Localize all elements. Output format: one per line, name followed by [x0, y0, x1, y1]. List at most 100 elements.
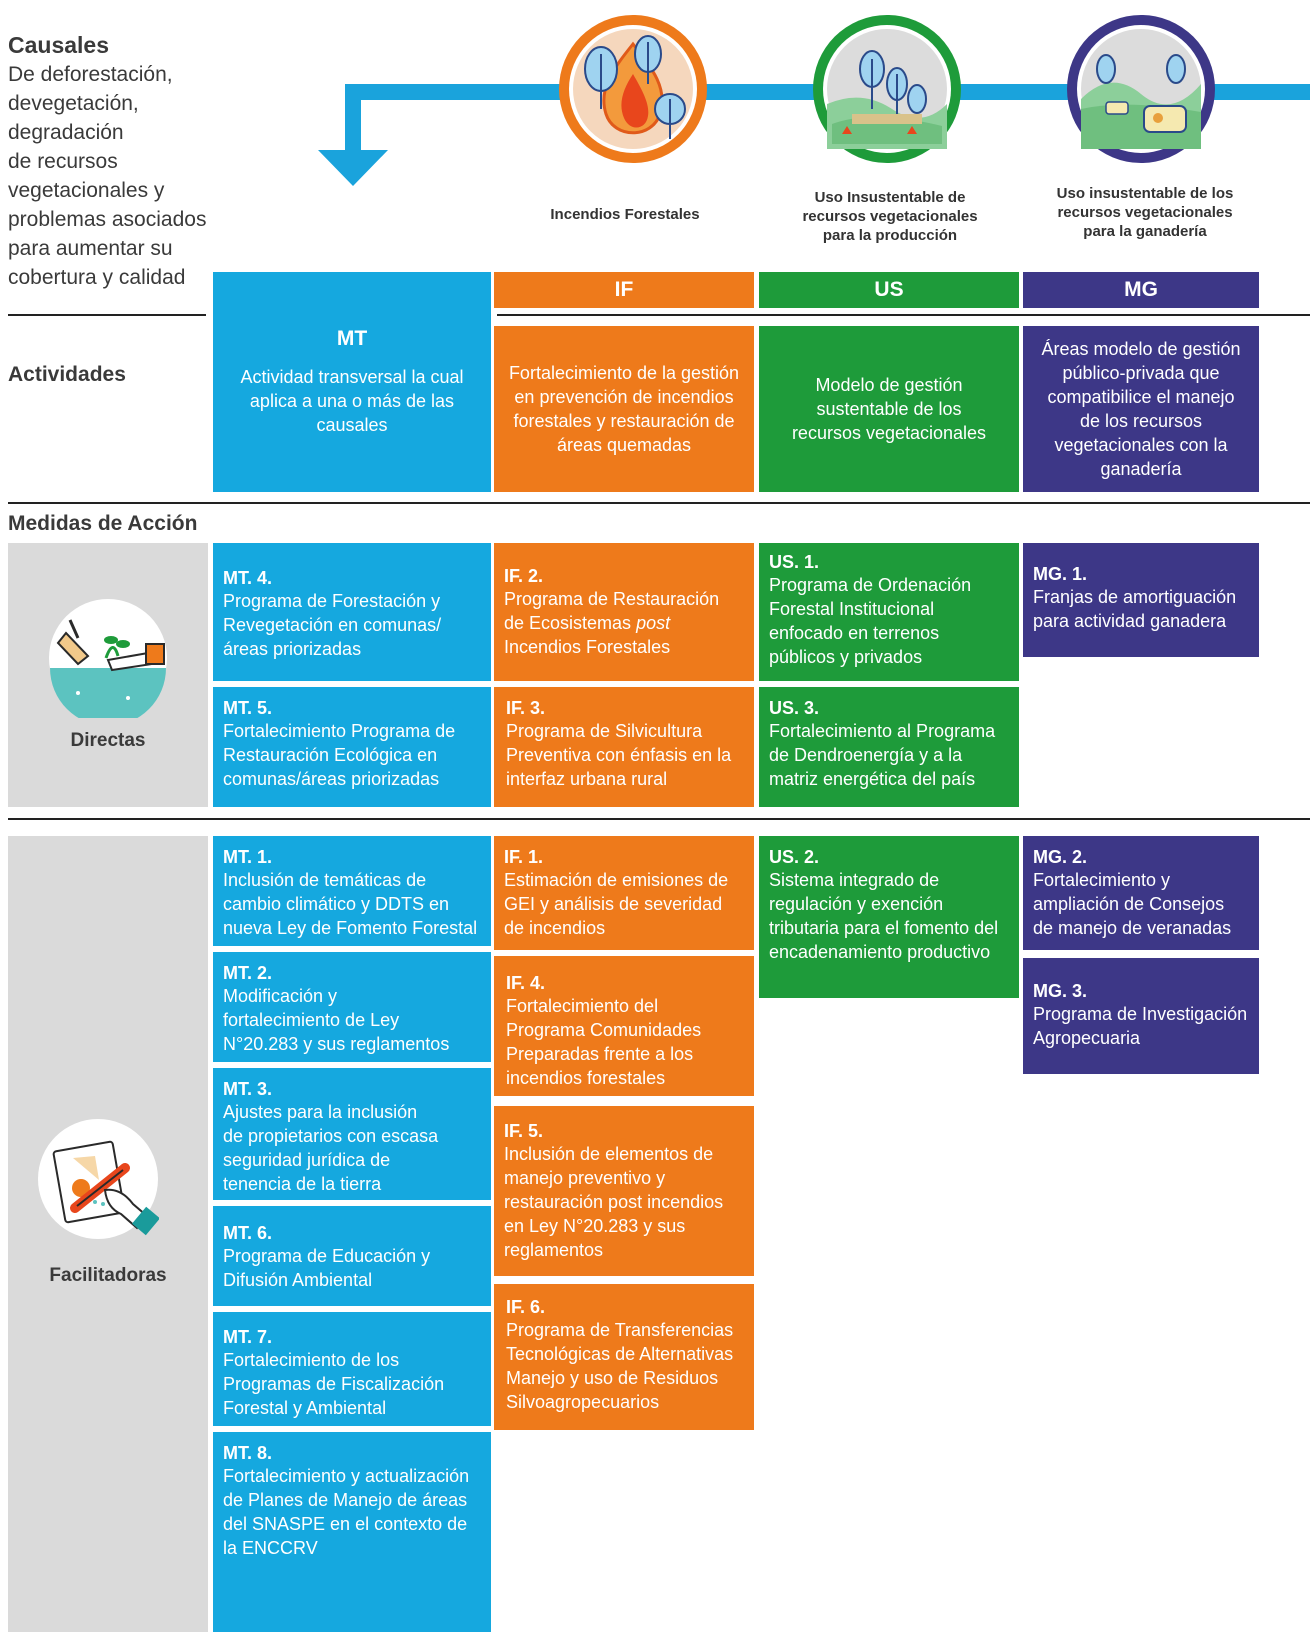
causales-line: para aumentar su: [8, 237, 173, 260]
caption-line: recursos vegetacionales: [1057, 204, 1233, 221]
measure-text: Franjas de amortiguación para actividad …: [1033, 587, 1237, 631]
measure-code: MT. 6.: [223, 1223, 273, 1243]
causales-title: Causales: [8, 32, 110, 58]
caption-line: para la producción: [822, 227, 958, 244]
measure-text: Programa de Transferencias Tecnológicas …: [506, 1320, 734, 1412]
measure-mt6: MT. 6. Programa de Educación y Difusión …: [213, 1206, 491, 1306]
activity-text: Modelo de gestión sustentable de los rec…: [791, 375, 987, 443]
measure-mt3: MT. 3. Ajustes para la inclusión de prop…: [213, 1068, 491, 1200]
measure-code: MT. 5.: [223, 698, 273, 718]
measure-mt8: MT. 8. Fortalecimiento y actualización d…: [213, 1432, 491, 1632]
measure-text: Fortalecimiento al Programa de Dendroene…: [769, 721, 996, 789]
caption-line: Uso Insustentable de: [814, 189, 966, 206]
divider: [497, 314, 1310, 316]
caption-line: Uso insustentable de los: [1056, 185, 1234, 202]
causales-line: vegetacionales y: [8, 179, 165, 202]
measure-text: Estimación de emisiones de GEI y análisi…: [504, 870, 729, 938]
activities-label: Actividades: [8, 363, 126, 386]
measure-mt7: MT. 7. Fortalecimiento de los Programas …: [213, 1312, 491, 1426]
measure-us2: US. 2. Sistema integrado de regulación y…: [759, 836, 1019, 998]
causales-line: cobertura y calidad: [8, 266, 186, 289]
measure-text: Modificación y fortalecimiento de Ley N°…: [223, 986, 450, 1054]
measure-code: US. 2.: [769, 847, 820, 867]
measure-mg2: MG. 2. Fortalecimiento y ampliación de C…: [1023, 836, 1259, 950]
activity-mt: MT Actividad transversal la cual aplica …: [213, 272, 491, 492]
measure-text: Fortalecimiento y ampliación de Consejos…: [1033, 870, 1232, 938]
causales-line: De deforestación,: [8, 63, 173, 86]
measure-text: Sistema integrado de regulación y exenci…: [769, 870, 999, 962]
measure-text: Programa de Restauración de Ecosistemas …: [504, 589, 720, 657]
forest-production-icon: [813, 15, 961, 163]
measure-text: Inclusión de elementos de manejo prevent…: [504, 1144, 724, 1260]
causales-line: devegetación,: [8, 92, 139, 115]
causales-description: De deforestación, devegetación, degradac…: [8, 60, 228, 292]
measure-text: Programa de Ordenación Forestal Instituc…: [769, 575, 972, 667]
measure-code: IF. 5.: [504, 1121, 544, 1141]
measure-text: Programa de Investigación Agropecuaria: [1033, 1004, 1248, 1048]
measure-mg3: MG. 3. Programa de Investigación Agropec…: [1023, 958, 1259, 1074]
measure-code: MT. 3.: [223, 1079, 273, 1099]
measure-mg1: MG. 1. Franjas de amortiguación para act…: [1023, 543, 1259, 657]
category-caption-if: Incendios Forestales: [550, 206, 700, 223]
measure-us3: US. 3. Fortalecimiento al Programa de De…: [759, 687, 1019, 807]
measure-code: MT. 8.: [223, 1443, 273, 1463]
activity-us: Modelo de gestión sustentable de los rec…: [759, 326, 1019, 492]
directas-label: Directas: [70, 730, 146, 751]
measure-code: MT. 2.: [223, 963, 273, 983]
measure-text: Fortalecimiento y actualización de Plane…: [223, 1466, 470, 1558]
measure-mt1: MT. 1. Inclusión de temáticas de cambio …: [213, 836, 491, 946]
measure-if6: IF. 6. Programa de Transferencias Tecnol…: [494, 1284, 754, 1430]
measure-text: Programa de Forestación y Revegetación e…: [223, 591, 442, 659]
causales-line: problemas asociados: [8, 208, 207, 231]
wildfire-icon: [559, 15, 707, 163]
category-header-us: US: [759, 272, 1019, 308]
planning-icon: [38, 1119, 159, 1239]
activity-if: Fortalecimiento de la gestión en prevenc…: [494, 326, 754, 492]
divider: [8, 818, 1310, 820]
measure-mt5: MT. 5. Fortalecimiento Programa de Resta…: [213, 687, 491, 807]
measure-text: Programa de Silvicultura Preventiva con …: [506, 721, 732, 789]
measure-code: IF. 1.: [504, 847, 544, 867]
category-header-mg: MG: [1023, 272, 1259, 308]
measure-us1: US. 1. Programa de Ordenación Forestal I…: [759, 543, 1019, 681]
activity-code: MT: [336, 327, 368, 350]
measure-text: Inclusión de temáticas de cambio climáti…: [223, 870, 478, 938]
category-caption-us: Uso Insustentable de recursos vegetacion…: [790, 188, 990, 245]
measure-code: MT. 7.: [223, 1327, 273, 1347]
measure-code: US. 1.: [769, 552, 820, 572]
measure-code: US. 3.: [769, 698, 820, 718]
category-caption-mg: Uso insustentable de los recursos vegeta…: [1040, 184, 1250, 241]
activity-text: Fortalecimiento de la gestión en prevenc…: [508, 363, 740, 455]
causales-line: de recursos: [8, 150, 118, 173]
activity-text: Actividad transversal la cual aplica a u…: [240, 367, 464, 435]
caption-line: recursos vegetacionales: [802, 208, 978, 225]
measure-mt2: MT. 2. Modificación y fortalecimiento de…: [213, 952, 491, 1062]
measure-if4: IF. 4. Fortalecimiento del Programa Comu…: [494, 956, 754, 1096]
measure-code: IF. 3.: [506, 698, 546, 718]
measure-text: Fortalecimiento Programa de Restauración…: [223, 721, 456, 789]
measure-code: MT. 1.: [223, 847, 273, 867]
activity-text: Áreas modelo de gestión público-privada …: [1041, 339, 1241, 479]
measure-code: MT. 4.: [223, 568, 273, 588]
measure-code: MG. 3.: [1033, 981, 1088, 1001]
livestock-icon: [1067, 15, 1215, 163]
measure-text: Fortalecimiento de los Programas de Fisc…: [223, 1350, 445, 1418]
causales-line: degradación: [8, 121, 124, 144]
measure-if1: IF. 1. Estimación de emisiones de GEI y …: [494, 836, 754, 950]
category-header-if: IF: [494, 272, 754, 308]
measure-text: Programa de Educación y Difusión Ambient…: [223, 1246, 431, 1290]
measure-mt4: MT. 4. Programa de Forestación y Reveget…: [213, 543, 491, 681]
planting-icon: [49, 599, 167, 718]
measure-text: Fortalecimiento del Programa Comunidades…: [506, 996, 702, 1088]
divider: [8, 502, 1310, 504]
measure-text: Ajustes para la inclusión de propietario…: [223, 1102, 439, 1194]
measure-code: IF. 4.: [506, 973, 546, 993]
measure-code: MG. 2.: [1033, 847, 1088, 867]
measure-code: IF. 6.: [506, 1297, 546, 1317]
measures-label: Medidas de Acción: [8, 512, 198, 535]
measure-if2: IF. 2. Programa de Restauración de Ecosi…: [494, 543, 754, 681]
caption-line: para la ganadería: [1083, 223, 1207, 240]
divider: [8, 314, 206, 316]
facilitadoras-label: Facilitadoras: [49, 1265, 167, 1286]
measure-code: MG. 1.: [1033, 564, 1088, 584]
